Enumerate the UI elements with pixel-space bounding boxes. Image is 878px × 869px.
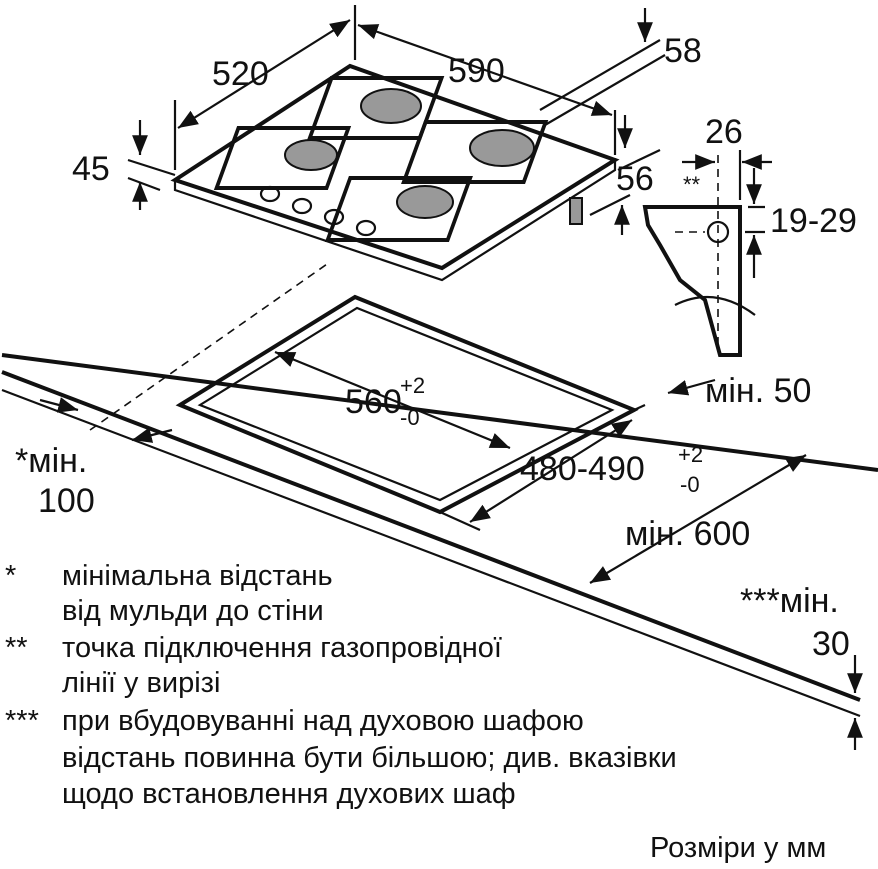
gas-marker: ** (683, 172, 701, 197)
note-2-line-1: точка підключення газопровідної (62, 632, 502, 664)
note-1-line-1: мінімальна відстань (62, 560, 333, 592)
note-3-line-1: при вбудовуванні над духовою шафою (62, 705, 584, 737)
dim-hob-height-rear: 58 (664, 32, 702, 70)
gas-connector (569, 197, 583, 225)
dim-min-rear: мін. 50 (705, 372, 811, 410)
dim-gas-height: 19-29 (770, 202, 857, 240)
dim-min-wall-line2: 100 (38, 482, 95, 520)
dim-hob-height: 45 (72, 150, 110, 188)
dim-hob-front-height: 56 (616, 160, 654, 198)
dim-hob-width: 590 (448, 52, 505, 90)
units-note: Розміри у мм (650, 832, 826, 864)
dim-min-front-line2: 30 (812, 625, 850, 663)
note-2-marker: ** (5, 632, 28, 664)
dim-min-depth: мін. 600 (625, 515, 750, 553)
footnotes: * мінімальна відстань від мульди до стін… (5, 560, 677, 810)
dim-min-front-line1: ***мін. (740, 582, 839, 620)
projection-line (89, 261, 331, 431)
control-knobs (259, 185, 377, 237)
hob (170, 63, 620, 282)
dim-cutout-width: 560 (345, 383, 402, 421)
cutout-depth-tol-plus: +2 (678, 442, 703, 467)
gas-connection-detail (642, 150, 772, 357)
cutout-width-tol-plus: +2 (400, 373, 425, 398)
dim-min-wall-line1: *мін. (15, 442, 87, 480)
note-3-line-2: відстань повинна бути більшою; див. вказ… (62, 742, 677, 774)
cutout-depth-tol-minus: -0 (680, 472, 700, 497)
note-3-marker: *** (5, 705, 39, 737)
dim-cutout-depth: 480-490 (520, 450, 645, 488)
dimension-lines (39, 5, 863, 750)
dim-gas-offset: 26 (705, 113, 743, 151)
note-1-marker: * (5, 560, 16, 592)
dim-hob-depth: 520 (212, 55, 269, 93)
cutout-width-tol-minus: -0 (400, 405, 420, 430)
note-1-line-2: від мульди до стіни (62, 595, 324, 627)
note-2-line-2: лінії у вирізі (62, 667, 220, 699)
note-3-line-3: щодо встановлення духових шаф (62, 778, 516, 810)
